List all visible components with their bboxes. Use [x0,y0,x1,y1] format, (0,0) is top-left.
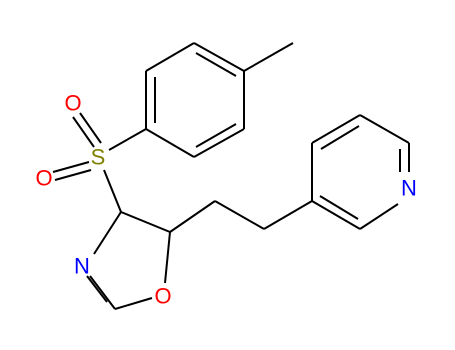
sulfur-atom-label: S [91,145,106,170]
tolyl-ring [145,42,294,158]
sulfonyl-oxygen-left-label: O [35,166,52,191]
bond [79,112,102,144]
bond [89,275,116,310]
bond [195,123,237,148]
bond [169,200,216,233]
oxazoline-nitrogen-label: N [74,254,90,279]
bond [311,114,361,144]
bond [54,169,92,181]
bond [319,195,359,220]
bond [359,114,410,144]
bond [145,42,195,72]
bond [311,200,361,230]
bond [145,128,195,158]
bond [320,125,360,150]
bond [120,211,171,233]
bond [214,200,265,230]
bond [114,297,153,310]
bond [359,203,399,230]
bond [108,128,147,151]
bond [193,128,245,158]
bond [103,169,122,213]
bond [193,42,245,72]
bond [263,200,313,230]
sulfonyl-oxygen-top-label: O [64,91,81,116]
sulfonyl-group [52,112,147,213]
oxazoline-oxygen-label: O [154,284,171,309]
bond [52,161,90,173]
oxazoline-ring [86,211,171,310]
methyl-bond [243,42,294,72]
bond [164,231,171,284]
bond [93,211,122,255]
ethyl-linker [169,200,313,233]
pyridine-ring [311,114,410,230]
pyridine-nitrogen-label: N [401,176,417,201]
bond [195,52,237,77]
bond [72,116,95,148]
bond [86,275,108,303]
